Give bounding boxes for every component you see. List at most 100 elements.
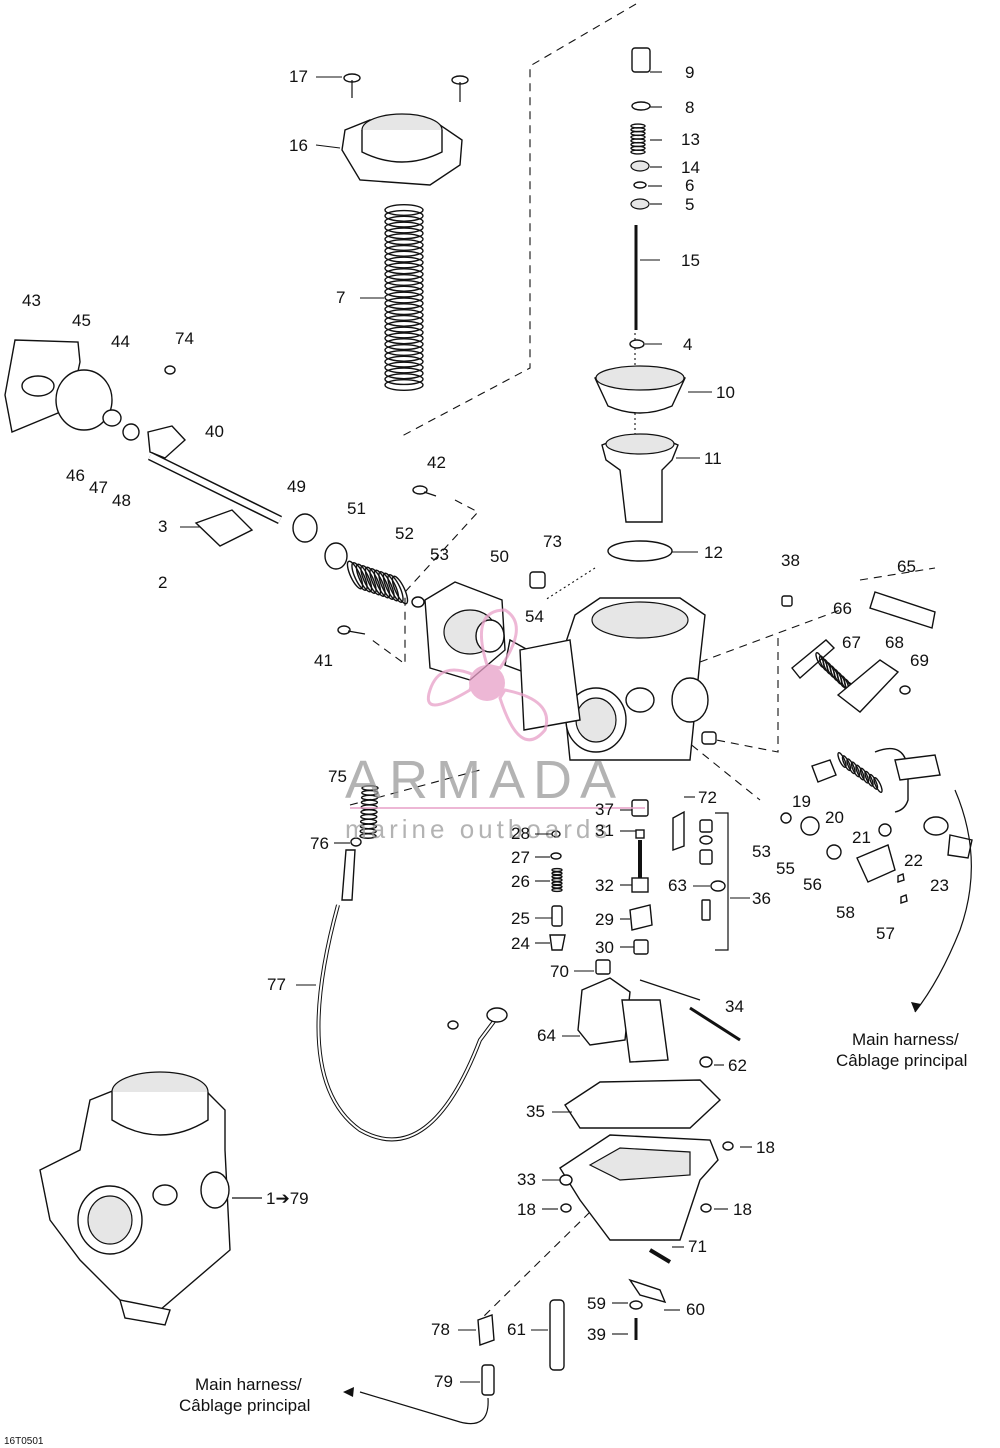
callout-text-25: 25 (511, 909, 530, 928)
callout-72: 72 (684, 788, 717, 807)
callout-73: 73 (543, 532, 562, 551)
watermark: ARMADA marine outboards (345, 608, 645, 844)
callout-68: 68 (885, 633, 904, 652)
needle-stack (629, 47, 651, 349)
callout-32: 32 (595, 876, 632, 895)
callout-18a: 18 (740, 1138, 775, 1157)
shaft-components (292, 485, 437, 635)
left-cover-group (4, 339, 282, 547)
callout-text-68: 68 (885, 633, 904, 652)
callout-text-50: 50 (490, 547, 509, 566)
harness-label-right: Main harness/ Câblage principal (836, 789, 972, 1070)
slide-and-diaphragm (594, 365, 686, 562)
callout-text-57: 57 (876, 924, 895, 943)
callout-40: 40 (205, 422, 224, 441)
callout-55: 55 (776, 859, 795, 878)
callout-59: 59 (587, 1294, 628, 1313)
callout-text-77: 77 (267, 975, 286, 994)
callout-text-47: 47 (89, 478, 108, 497)
screw-41 (337, 625, 366, 635)
callout-text-30: 30 (595, 938, 614, 957)
callout-text-61: 61 (507, 1320, 526, 1339)
callout-29: 29 (595, 910, 630, 929)
callout-text-31: 31 (595, 821, 614, 840)
callout-9: 9 (650, 63, 694, 82)
callout-45: 45 (72, 311, 91, 330)
assembly-label-text: 1➔79 (266, 1189, 309, 1208)
callout-44: 44 (111, 332, 130, 351)
callout-50: 50 (490, 547, 509, 566)
callout-49: 49 (287, 477, 306, 496)
callout-17: 17 (289, 67, 342, 86)
callout-14: 14 (650, 158, 700, 177)
throttle-cable (316, 785, 508, 1142)
callout-text-38: 38 (781, 551, 800, 570)
callout-38: 38 (781, 551, 800, 570)
callout-3: 3 (158, 517, 200, 536)
harness-label-left-line2: Câblage principal (179, 1396, 310, 1415)
jets-column (549, 799, 729, 975)
callout-text-9: 9 (685, 63, 694, 82)
callout-5: 5 (650, 195, 694, 214)
assembly-label: 1➔79 (232, 1189, 309, 1208)
callout-text-62: 62 (728, 1056, 747, 1075)
callout-text-44: 44 (111, 332, 130, 351)
callout-text-34: 34 (725, 997, 744, 1016)
callout-text-16: 16 (289, 136, 308, 155)
callout-12: 12 (672, 543, 723, 562)
callout-text-48: 48 (112, 491, 131, 510)
callout-43: 43 (22, 291, 41, 310)
callout-text-73: 73 (543, 532, 562, 551)
callout-52: 52 (395, 524, 414, 543)
callout-text-22: 22 (904, 851, 923, 870)
callout-text-53a: 53 (430, 545, 449, 564)
callout-66: 66 (833, 599, 852, 618)
callout-text-45: 45 (72, 311, 91, 330)
main-spring (384, 203, 424, 392)
propeller-logo (427, 608, 548, 742)
callout-text-51: 51 (347, 499, 366, 518)
callout-text-42: 42 (427, 453, 446, 472)
callout-27: 27 (511, 848, 550, 867)
callout-61: 61 (507, 1320, 548, 1339)
callout-28: 28 (511, 824, 552, 843)
callout-text-32: 32 (595, 876, 614, 895)
callout-text-8: 8 (685, 98, 694, 117)
callout-text-56: 56 (803, 875, 822, 894)
callout-text-18b: 18 (517, 1200, 536, 1219)
cover-screw-right (451, 75, 469, 102)
callout-text-46: 46 (66, 466, 85, 485)
callout-62: 62 (714, 1056, 747, 1075)
callout-text-59: 59 (587, 1294, 606, 1313)
callout-13: 13 (650, 130, 700, 149)
callout-text-17: 17 (289, 67, 308, 86)
callout-text-21: 21 (852, 828, 871, 847)
callout-74: 74 (175, 329, 194, 348)
callout-19: 19 (792, 792, 811, 811)
callout-41: 41 (314, 651, 333, 670)
callout-75: 75 (328, 767, 347, 786)
callout-22: 22 (904, 851, 923, 870)
callout-76: 76 (310, 834, 350, 853)
callout-text-66: 66 (833, 599, 852, 618)
watermark-brand: ARMADA (345, 750, 624, 810)
callout-text-70: 70 (550, 962, 569, 981)
callout-33: 33 (517, 1170, 560, 1189)
callout-text-2: 2 (158, 573, 167, 592)
callout-78: 78 (431, 1320, 476, 1339)
callout-18c: 18 (714, 1200, 752, 1219)
callout-42: 42 (427, 453, 446, 472)
callout-51: 51 (347, 499, 366, 518)
screw-42 (412, 485, 437, 497)
callout-6: 6 (648, 176, 694, 195)
callout-text-28: 28 (511, 824, 530, 843)
callout-4: 4 (645, 335, 692, 354)
callout-text-63: 63 (668, 876, 687, 895)
callout-text-37: 37 (595, 800, 614, 819)
callout-text-72: 72 (698, 788, 717, 807)
callout-15: 15 (640, 251, 700, 270)
callout-text-64: 64 (537, 1026, 556, 1045)
callout-37: 37 (595, 800, 632, 819)
